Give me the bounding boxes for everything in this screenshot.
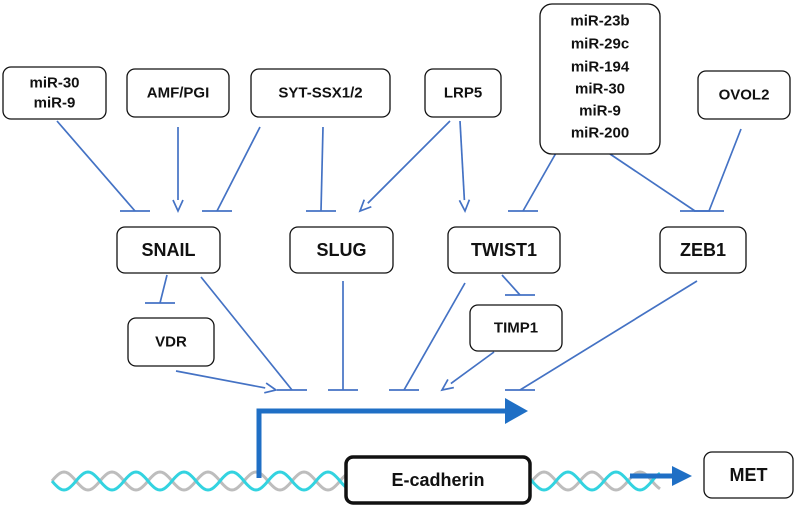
node-snail-label: SNAIL bbox=[142, 240, 196, 260]
transcription-start-arrow-shaft bbox=[256, 408, 506, 478]
node-zeb1-label: ZEB1 bbox=[680, 240, 726, 260]
edge-zeb1-to-ecadherin bbox=[505, 280, 698, 391]
node-ecadherin: E-cadherin bbox=[344, 455, 532, 505]
node-timp1: TIMP1 bbox=[469, 304, 563, 352]
edge-ovol2-to-zeb1 bbox=[694, 128, 742, 212]
node-mir-cluster-line-6: miR-200 bbox=[571, 125, 629, 142]
node-met-label: MET bbox=[730, 465, 768, 485]
edge-amf_pgi-to-snail bbox=[172, 127, 184, 214]
node-vdr-label: VDR bbox=[155, 334, 187, 351]
node-snail: SNAIL bbox=[116, 226, 221, 274]
node-slug: SLUG bbox=[289, 226, 394, 274]
promoter-arrow bbox=[256, 398, 528, 478]
edge-mir_cluster-to-twist1 bbox=[508, 152, 557, 212]
node-twist1: TWIST1 bbox=[447, 226, 561, 274]
node-amf-pgi: AMF/PGI bbox=[126, 68, 230, 118]
edge-twist1-to-timp1 bbox=[501, 274, 535, 296]
node-vdr: VDR bbox=[127, 317, 215, 367]
node-lrp5-label: LRP5 bbox=[444, 85, 482, 102]
edge-lrp5-to-slug bbox=[358, 120, 451, 213]
node-slug-label: SLUG bbox=[316, 240, 366, 260]
edge-vdr-to-ecadherin bbox=[175, 370, 279, 394]
node-mir-cluster-line-3: miR-194 bbox=[571, 59, 630, 76]
node-mir-cluster-line-2: miR-29c bbox=[571, 36, 629, 53]
edge-lrp5-to-twist1 bbox=[458, 120, 471, 214]
node-ovol2-label: OVOL2 bbox=[719, 87, 770, 104]
transcription-start-arrowhead bbox=[505, 398, 528, 424]
node-lrp5: LRP5 bbox=[424, 68, 502, 118]
node-timp1-label: TIMP1 bbox=[494, 320, 538, 337]
edge-syt_ssx-to-snail bbox=[202, 126, 261, 212]
node-met: MET bbox=[703, 451, 794, 499]
node-amf-pgi-label: AMF/PGI bbox=[147, 85, 210, 102]
node-zeb1: ZEB1 bbox=[659, 226, 747, 274]
edge-syt_ssx-to-slug bbox=[306, 126, 336, 212]
node-mir-cluster-line-5: miR-9 bbox=[579, 103, 621, 120]
node-mir-cluster-line-4: miR-30 bbox=[575, 81, 625, 98]
edge-timp1-to-ecadherin bbox=[440, 351, 495, 392]
node-twist1-label: TWIST1 bbox=[471, 240, 537, 260]
edge-slug-to-ecadherin bbox=[328, 281, 358, 391]
edge-mir30_mir9-to-snail bbox=[56, 120, 150, 212]
node-mir30-mir9-line-2: miR-9 bbox=[34, 95, 76, 112]
node-ovol2: OVOL2 bbox=[697, 70, 791, 120]
regulation-edges bbox=[56, 120, 742, 394]
node-mir30-mir9: miR-30 miR-9 bbox=[2, 66, 107, 120]
node-syt-ssx-label: SYT-SSX1/2 bbox=[278, 85, 362, 102]
edge-twist1-to-ecadherin bbox=[389, 282, 466, 391]
edge-snail-to-ecadherin bbox=[200, 276, 307, 391]
edge-mir_cluster-to-zeb1 bbox=[609, 153, 710, 212]
edge-snail-to-vdr bbox=[145, 274, 175, 304]
node-syt-ssx: SYT-SSX1/2 bbox=[250, 68, 391, 118]
node-mir-cluster-line-1: miR-23b bbox=[570, 13, 629, 30]
node-ecadherin-label: E-cadherin bbox=[391, 470, 484, 490]
node-mir30-mir9-line-1: miR-30 bbox=[29, 75, 79, 92]
met-transition-arrow bbox=[630, 466, 692, 486]
node-mir-cluster: miR-23b miR-29c miR-194 miR-30 miR-9 miR… bbox=[539, 3, 661, 155]
